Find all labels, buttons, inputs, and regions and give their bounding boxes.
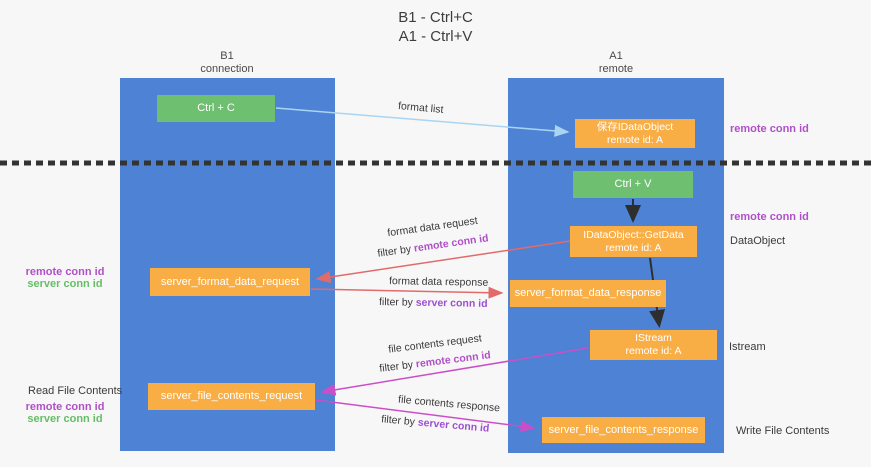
node-istream-line2: remote id: A xyxy=(625,345,682,357)
node-idataobject-getdata: IDataObject::GetData remote id: A xyxy=(570,226,697,257)
label-filter-by-server-conn-id-2: filter by server conn id xyxy=(380,413,490,435)
node-istream-line1: IStream xyxy=(635,332,672,344)
node-istream: IStream remote id: A xyxy=(590,330,717,360)
node-server-format-data-response: server_format_data_response xyxy=(510,280,666,307)
node-ctrl-v-label: Ctrl + V xyxy=(614,178,652,190)
lifeline-header-b1: B1 connection xyxy=(157,50,297,76)
node-server-format-data-request-label: server_format_data_request xyxy=(160,275,300,288)
right-istream-label: Istream xyxy=(729,341,766,353)
node-idataobject-getdata-line1: IDataObject::GetData xyxy=(583,228,684,241)
right-remote-conn-id-2: remote conn id xyxy=(730,211,809,223)
node-save-idataobject: 保存IDataObject remote id: A xyxy=(575,119,695,148)
diagram-title: B1 - Ctrl+C A1 - Ctrl+V xyxy=(0,8,871,46)
lifeline-b1-role: connection xyxy=(200,63,254,75)
left-conn-id-block-2: remote conn id server conn id xyxy=(15,401,115,425)
node-server-file-contents-response-label: server_file_contents_response xyxy=(548,423,699,436)
left-server-conn-id-2: server conn id xyxy=(27,413,103,425)
node-server-file-contents-request-label: server_file_contents_request xyxy=(160,390,303,402)
node-ctrl-c: Ctrl + C xyxy=(157,95,275,122)
right-write-file-contents-label: Write File Contents xyxy=(736,425,830,437)
right-dataobject-label: DataObject xyxy=(730,235,786,247)
label-format-list: format list xyxy=(397,100,444,116)
node-ctrl-v: Ctrl + V xyxy=(573,171,693,198)
remote-conn-id-highlight: remote conn id xyxy=(415,349,492,371)
lifeline-b1-name: B1 xyxy=(220,50,234,62)
right-remote-conn-id-1: remote conn id xyxy=(730,123,809,135)
lifeline-a1-name: A1 xyxy=(609,50,623,62)
node-server-file-contents-response: server_file_contents_response xyxy=(542,417,705,443)
node-ctrl-c-label: Ctrl + C xyxy=(197,102,235,114)
title-line-a1: A1 - Ctrl+V xyxy=(398,28,473,45)
node-server-format-data-response-label: server_format_data_response xyxy=(514,287,662,299)
left-remote-conn-id-1: remote conn id xyxy=(25,266,105,278)
node-idataobject-getdata-line2: remote id: A xyxy=(605,241,662,254)
server-conn-id-highlight: server conn id xyxy=(415,296,488,310)
server-conn-id-highlight: server conn id xyxy=(417,416,490,435)
lifeline-header-a1: A1 remote xyxy=(546,50,686,76)
node-save-idataobject-line1: 保存IDataObject xyxy=(596,120,674,133)
left-server-conn-id-1: server conn id xyxy=(27,278,103,290)
label-format-data-response: format data response xyxy=(388,275,489,289)
remote-conn-id-highlight: remote conn id xyxy=(413,232,490,255)
left-conn-id-block-1: remote conn id server conn id xyxy=(15,266,115,290)
title-line-b1: B1 - Ctrl+C xyxy=(398,9,473,26)
node-save-idataobject-line2: remote id: A xyxy=(606,133,664,146)
node-server-format-data-request: server_format_data_request xyxy=(150,268,310,296)
label-file-contents-response: file contents response xyxy=(397,393,501,415)
node-server-file-contents-request: server_file_contents_request xyxy=(148,383,315,410)
label-filter-by-server-conn-id-1: filter by server conn id xyxy=(378,296,488,310)
left-read-file-contents-label: Read File Contents xyxy=(28,385,123,397)
left-remote-conn-id-2: remote conn id xyxy=(25,401,105,413)
arrow-format-data-response xyxy=(310,286,504,299)
lifeline-a1-role: remote xyxy=(598,63,634,75)
